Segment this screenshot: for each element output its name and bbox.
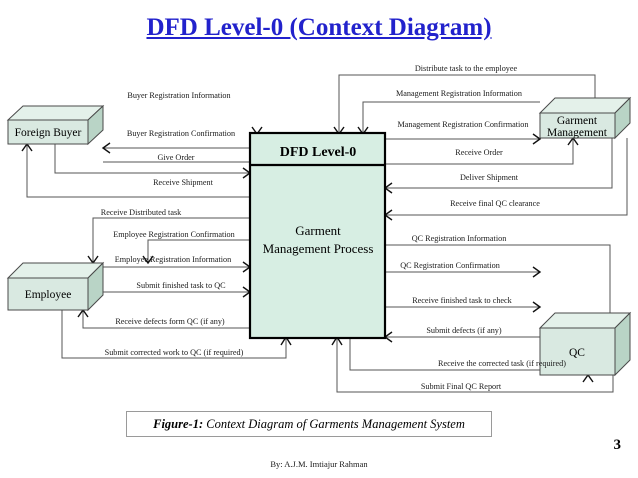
flow-label-f14: Submit finished task to QC — [136, 281, 226, 290]
employee-top-face — [6, 262, 105, 279]
slide-footer-author: By: A.J.M. Imtiajur Rahman — [270, 459, 368, 469]
flow-line-f12 — [147, 239, 250, 263]
entity-label-qc: QC — [569, 347, 585, 359]
flow-label-f6: Management Registration Information — [396, 89, 522, 98]
flow-line-f11 — [92, 217, 250, 263]
figure-caption-text: Figure-1: Context Diagram of Garments Ma… — [153, 417, 465, 432]
foreign-buyer-top-face — [6, 105, 105, 121]
flow-label-f15: Receive defects form QC (if any) — [115, 317, 225, 326]
flow-line-f10 — [385, 138, 628, 216]
arrowhead-f18 — [532, 266, 542, 278]
process-body-line1: Garment — [295, 223, 341, 238]
flow-label-f16: Submit corrected work to QC (if required… — [105, 348, 244, 357]
flow-label-f10: Receive final QC clearance — [450, 199, 540, 208]
flow-label-f3: Give Order — [157, 153, 194, 162]
flow-label-f17: QC Registration Information — [412, 234, 507, 243]
flow-label-f7: Management Registration Confirmation — [398, 120, 529, 129]
garment-management-front-face — [539, 112, 616, 139]
page-number: 3 — [613, 437, 622, 453]
flow-label-f20: Submit defects (if any) — [426, 326, 502, 335]
flow-line-f22 — [336, 338, 614, 393]
entity-qc[interactable]: QC — [538, 311, 632, 377]
flow-label-f18: QC Registration Confirmation — [400, 261, 500, 270]
arrowhead-f21 — [582, 373, 594, 383]
flow-label-f11: Receive Distributed task — [101, 208, 182, 217]
entity-label-employee: Employee — [25, 289, 72, 301]
flow-line-f8 — [385, 138, 574, 165]
flow-label-f9: Deliver Shipment — [460, 173, 519, 182]
entity-label-garment-management-line2: Management — [547, 127, 608, 139]
flow-label-f19: Receive finished task to check — [412, 296, 512, 305]
flow-label-f5: Distribute task to the employee — [415, 64, 518, 73]
arrowhead-f7 — [532, 133, 542, 145]
figure-caption-box: Figure-1: Context Diagram of Garments Ma… — [126, 411, 492, 437]
dfd-diagram: Foreign Buyer Employee Garment Managemen… — [6, 64, 632, 393]
flow-label-f4: Receive Shipment — [153, 178, 214, 187]
flow-label-f2: Buyer Registration Confirmation — [127, 129, 235, 138]
arrowhead-f2 — [101, 142, 111, 154]
flow-line-f17 — [385, 244, 611, 313]
flow-label-f12: Employee Registration Confirmation — [113, 230, 234, 239]
entity-garment-management[interactable]: Garment Management — [538, 96, 632, 140]
flow-line-f3 — [54, 144, 250, 174]
flow-line-f16 — [61, 310, 287, 359]
figure-caption-body: Context Diagram of Garments Management S… — [203, 416, 465, 431]
entity-label-foreign-buyer: Foreign Buyer — [15, 127, 82, 139]
flow-line-f6 — [362, 101, 540, 133]
arrowhead-f19 — [532, 301, 542, 313]
flow-line-f15 — [82, 310, 250, 329]
flow-line-f9 — [385, 138, 613, 189]
process-box[interactable]: DFD Level-0 Garment Management Process — [248, 131, 387, 340]
entity-employee[interactable]: Employee — [6, 261, 105, 312]
figure-caption-prefix: Figure-1: — [153, 416, 204, 431]
qc-front-face — [539, 327, 616, 376]
flow-line-f20 — [385, 336, 561, 375]
flow-label-f13: Employee Registration Information — [115, 255, 231, 264]
foreign-buyer-front-face — [7, 119, 89, 145]
process-header: DFD Level-0 — [280, 145, 357, 160]
flow-line-f4 — [26, 144, 250, 198]
flow-label-f1: Buyer Registration Information — [127, 91, 230, 100]
flow-label-f22: Submit Final QC Report — [421, 382, 502, 391]
process-body-line2: Management Process — [263, 241, 374, 256]
process-box-rect — [248, 131, 387, 340]
employee-front-face — [7, 277, 89, 311]
garment-management-top-face — [538, 97, 632, 114]
flow-label-f21: Receive the corrected task (if required) — [438, 359, 566, 368]
entity-foreign-buyer[interactable]: Foreign Buyer — [6, 104, 105, 146]
arrowhead-f12 — [142, 255, 154, 265]
qc-top-face — [538, 312, 632, 329]
flow-label-f8: Receive Order — [455, 148, 503, 157]
entity-label-garment-management-line1: Garment — [557, 115, 598, 127]
page-title: DFD Level-0 (Context Diagram) — [146, 14, 492, 41]
